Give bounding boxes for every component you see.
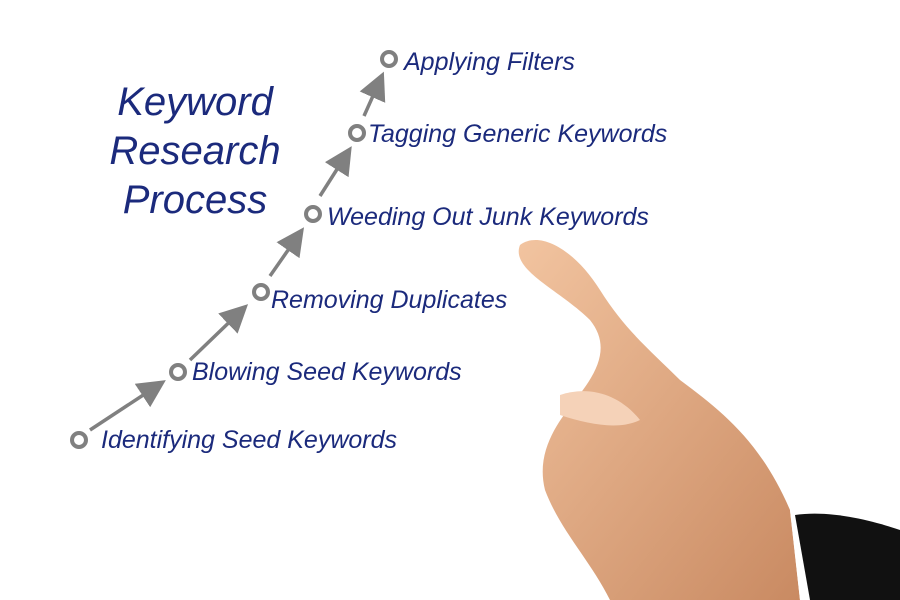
step-label: Tagging Generic Keywords [368,120,668,148]
step-circle-6 [380,50,398,68]
arrow-2 [188,304,249,362]
title-line: Process [122,178,268,222]
step-circle-1 [70,431,88,449]
arrow-4 [318,146,352,197]
step-label: Identifying Seed Keywords [101,426,398,454]
pointing-hand [518,240,900,600]
step-label: Applying Filters [404,48,575,76]
step-circle-4 [304,205,322,223]
arrow-1 [89,380,166,432]
title-line: Research [109,129,281,173]
arrow-3 [268,227,305,278]
step-circle-3 [252,283,270,301]
diagram-title: Keyword Research Process [90,78,300,225]
step-circle-2 [169,363,187,381]
step-label: Blowing Seed Keywords [192,358,462,386]
step-label: Weeding Out Junk Keywords [327,203,649,231]
arrow-5 [359,71,386,117]
step-circle-5 [348,124,366,142]
step-label: Removing Duplicates [271,286,508,314]
process-arrows [89,71,386,432]
step-circles [70,50,398,449]
title-line: Keyword [117,80,273,124]
